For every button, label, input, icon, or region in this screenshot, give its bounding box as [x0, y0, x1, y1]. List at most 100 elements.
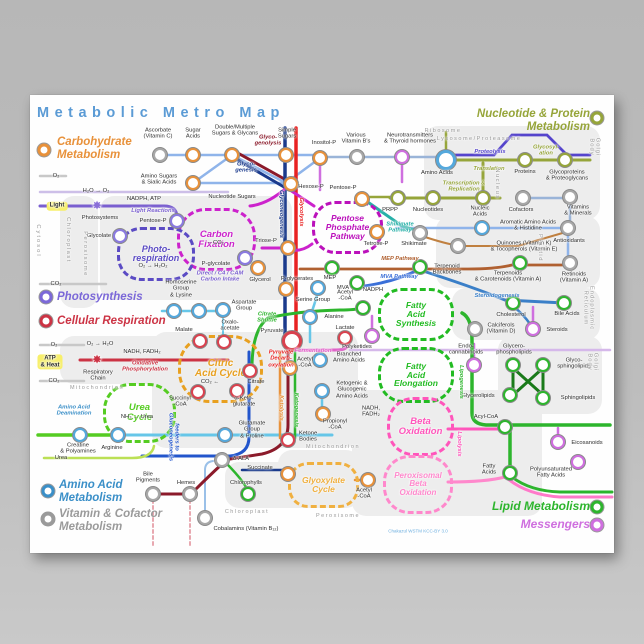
label-nadph: NADPH — [362, 286, 384, 293]
station-label-arginine: Arginine — [101, 444, 123, 451]
label-steroidogenesis: Steroidogenesis — [474, 292, 520, 299]
label-transcription-replication: Transcription & Replication — [442, 180, 486, 193]
station-label-sphingolipids: Sphingolipids — [560, 394, 596, 401]
metro-line — [248, 186, 288, 208]
station-succinate — [281, 467, 295, 481]
station-glycolate — [113, 229, 127, 243]
station-label-pentose-p: Pentose-P — [329, 184, 357, 191]
legend-dot-nucleotide-protein-metabolis — [590, 111, 604, 125]
station-label-amino-sugars-sialic-acids: Amino Sugars & Sialic Acids — [140, 173, 178, 186]
station-tetrose-p — [370, 225, 384, 239]
station-label-oxalo-acetate: Oxalo- acetate — [220, 319, 240, 332]
station-label-nucleic-acids: Nucleic Acids — [470, 205, 490, 218]
metro-line — [460, 311, 502, 427]
legend-dot-messengers — [590, 518, 604, 532]
label-o-h-o: O₂ → H₂O — [86, 340, 114, 347]
label-mitochondrion: Mitochondrion — [69, 384, 125, 391]
station-simple-sugars — [279, 148, 293, 162]
label-direct-c4-cam-carbon-intake: Direct / C4 / CAM Carbon Intake — [196, 270, 244, 283]
station-hexose-p — [284, 177, 298, 191]
legend-carbohydrate-metabolism: Carbohydrate Metabolism — [57, 136, 132, 161]
station-succinyl-coa — [191, 385, 205, 399]
cycle-label: Citric Acid Cycle — [194, 357, 247, 379]
label-co: CO₂ — [48, 377, 60, 384]
metro-line — [510, 475, 614, 494]
label-co: CO₂ — [50, 280, 62, 287]
station-steroids — [526, 322, 540, 336]
station-label-vitamins-minerals: Vitamins & Minerals — [564, 204, 592, 217]
station-label-ketone-bodies: Ketone Bodies — [298, 430, 318, 443]
label-feeders-to-gluconeogenesis: feeders to Gluconeogenesis — [167, 412, 180, 462]
label-light-reactions: Light Reactions — [131, 207, 175, 214]
station-alanine — [303, 310, 317, 324]
station-node — [167, 304, 181, 318]
metro-line — [418, 268, 566, 305]
station-label-malate: Malate — [175, 326, 193, 333]
station-label-mva: MVA — [336, 284, 350, 291]
station-label-tetrose-p: Tetrose-P — [363, 240, 389, 247]
label-o: O₂ — [50, 341, 58, 348]
label-mitochondrion: Mitochondrion — [305, 443, 361, 450]
station-endo-cannabinoids — [467, 358, 481, 372]
legend-photosynthesis: Photosynthesis — [57, 291, 143, 303]
label-h-o-o: H₂O → O₂ — [82, 187, 110, 194]
label-plastid: Plastid — [537, 234, 544, 262]
label-nucleotide-sugars: Nucleotide Sugars — [208, 193, 256, 200]
label-nadph-atp: NADPH, ATP — [126, 195, 162, 202]
label-lipogenesis: Lipogenesis — [458, 365, 465, 399]
label-ketogenesis: Ketogenesis — [293, 392, 300, 428]
legend-amino-acid-metabolism: Amino Acid Metabolism — [59, 479, 123, 504]
label-mva-pathway: MVA Pathway — [380, 273, 418, 280]
station-label-bile-acids: Bile Acids — [554, 310, 580, 317]
station-label-quinones-vitamin-k-tocophero: Quinones (Vitamin K) & Tocopherols (Vita… — [490, 240, 558, 253]
label-glycolysis: Glycolysis — [298, 197, 305, 227]
station-amino-sugars-sialic-acids — [186, 176, 200, 190]
station-label-ala: δ-ALA — [232, 455, 250, 462]
station-shikimate — [413, 226, 427, 240]
poster-title: Metabolic Metro Map — [37, 105, 285, 121]
legend-messengers: Messengers — [520, 517, 590, 531]
label-peroxisome: Peroxisome — [315, 512, 361, 519]
station-label-p-glycolate: P-glycolate — [201, 260, 231, 267]
legend-dot-photosynthesis — [39, 290, 53, 304]
station-acetyl-coa — [361, 473, 375, 487]
station-serine-group — [311, 281, 325, 295]
metro-line — [234, 150, 290, 183]
station-sugar-acids — [186, 148, 200, 162]
station-arginine — [111, 428, 125, 442]
station-citrate — [243, 364, 257, 378]
station-propionyl-coa — [316, 407, 330, 421]
station-hemes — [183, 487, 197, 501]
station-label-nucleotides: Nucleotides — [412, 206, 444, 213]
station-label-neurotransmitters-thyroid-ho: Neurotransmitters & Thyroid hormones — [383, 132, 437, 145]
label-ribosome: Ribosome — [424, 127, 462, 134]
label-: ✸ — [91, 352, 103, 367]
cycle-label: Beta Oxidation — [398, 415, 443, 437]
metro-line — [234, 157, 286, 189]
station-bile-acids — [557, 296, 571, 310]
station-branched-amino-acids — [313, 353, 327, 367]
label-chakazul-wstm-kcc-by-3-0: Chakazul WSTM KCC-BY 3.0 — [388, 528, 448, 534]
station-label-chlorophylls: Chlorophylls — [230, 479, 262, 486]
cycle-fatty-acid-elongation: Fatty Acid Elongation — [378, 347, 454, 403]
label-lysosome-proteasome: Lysosome/Proteasome — [436, 135, 522, 142]
station-glycoproteins-proteoglycans — [558, 153, 572, 167]
station-glycerol — [251, 261, 265, 275]
metro-line — [511, 366, 545, 397]
station-label-amino-acids: Amino Acids — [421, 169, 453, 176]
metro-line — [446, 475, 507, 484]
station-label-proteins: Proteins — [514, 168, 536, 175]
station-label-keto-glutarate: α-Keto- glutarate — [232, 395, 256, 408]
label-peroxisome: Peroxisome — [82, 231, 89, 277]
metro-line — [298, 263, 572, 271]
station-lactate — [338, 331, 352, 345]
label-chloroplast: Chloroplast — [224, 508, 270, 515]
metro-line — [204, 460, 214, 515]
label-glycosyl-ation: Glycosyl- ation — [532, 144, 560, 157]
station-glycerolipids — [503, 388, 517, 402]
station-acetyl-coa — [283, 361, 297, 375]
station-label-alanine: Alanine — [324, 313, 344, 320]
label-endoplasmic-reticulum: Endoplasmic Reticulum — [582, 285, 595, 331]
cycle-urea-cycle: Urea Cycle — [103, 383, 176, 443]
